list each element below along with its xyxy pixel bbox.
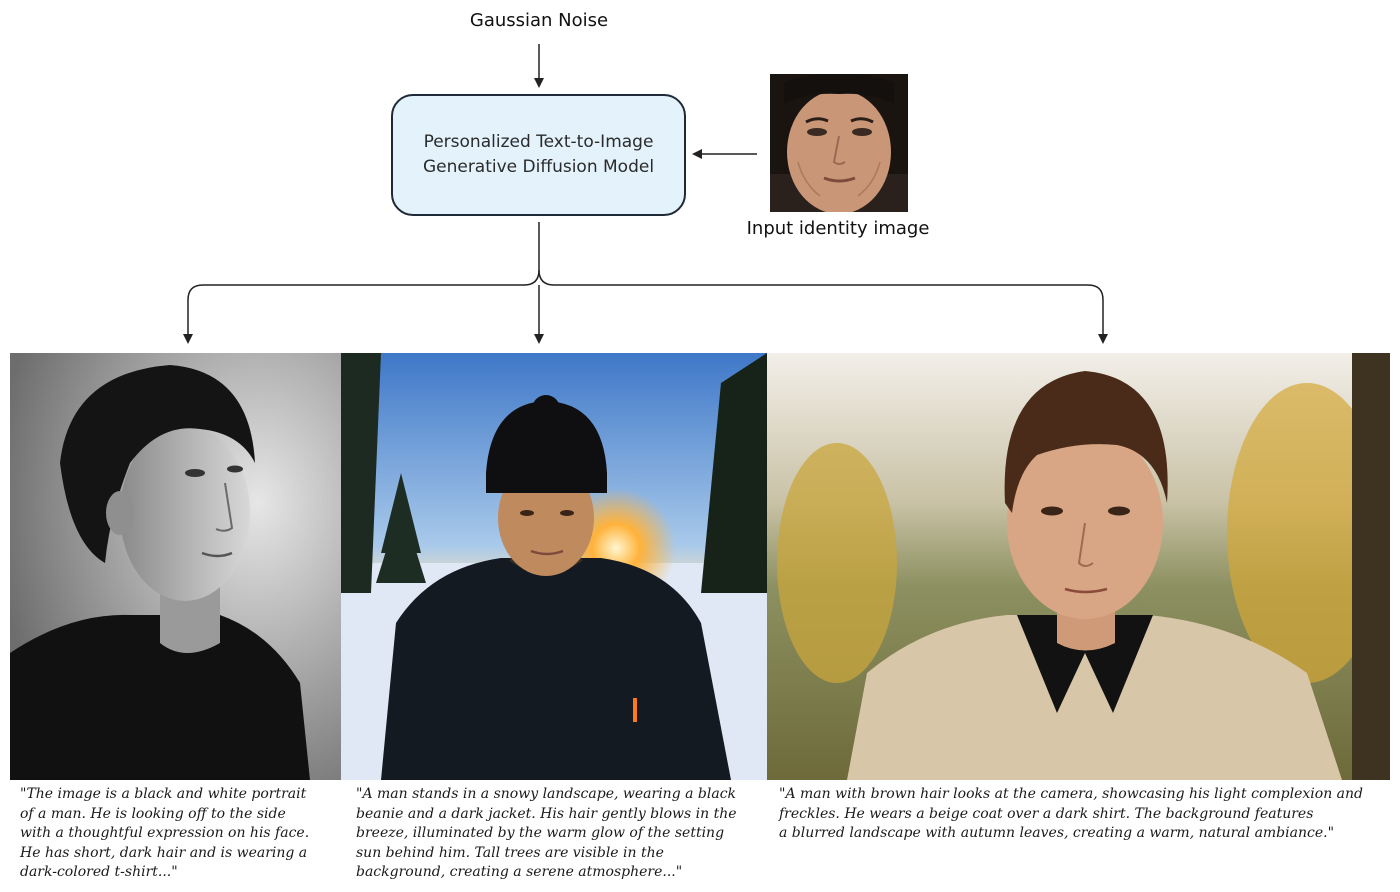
caption-line: a blurred landscape with autumn leaves, … <box>779 825 1335 841</box>
output-image-snowy-landscape <box>341 353 767 780</box>
input-identity-label: Input identity image <box>746 218 930 239</box>
caption-line: breeze, illuminated by the warm glow of … <box>356 825 725 841</box>
caption-line: He has short, dark hair and is wearing a <box>20 844 308 861</box>
caption-line: "A man with brown hair looks at the came… <box>779 786 1363 802</box>
model-label-line2: Generative Diffusion Model <box>422 157 655 177</box>
caption-line: of a man. He is looking off to the side <box>20 805 286 822</box>
caption-line: "A man stands in a snowy landscape, wear… <box>356 786 737 802</box>
caption-line: beanie and a dark jacket. His hair gentl… <box>356 805 737 822</box>
output-caption-3: "A man with brown hair looks at the came… <box>779 785 1363 844</box>
output-image-autumn-portrait <box>767 353 1390 780</box>
caption-line: sun behind him. Tall trees are visible i… <box>356 844 664 861</box>
gaussian-noise-label: Gaussian Noise <box>469 10 609 31</box>
model-label-line1: Personalized Text-to-Image <box>423 132 654 152</box>
branch-left <box>183 269 540 344</box>
caption-line: freckles. He wears a beige coat over a d… <box>779 805 1314 822</box>
caption-line: "The image is a black and white portrait <box>20 786 307 802</box>
input-identity-image <box>770 74 908 212</box>
model-to-outputs-branch <box>538 222 1108 344</box>
caption-line: with a thoughtful expression on his face… <box>20 825 310 841</box>
output-image-bw-portrait <box>10 353 341 780</box>
diffusion-model-box: Personalized Text-to-Image Generative Di… <box>391 94 686 216</box>
output-caption-1: "The image is a black and white portrait… <box>20 785 309 883</box>
caption-line: dark-colored t-shirt..." <box>20 864 178 880</box>
output-caption-2: "A man stands in a snowy landscape, wear… <box>356 785 737 883</box>
caption-line: background, creating a serene atmosphere… <box>356 864 683 880</box>
